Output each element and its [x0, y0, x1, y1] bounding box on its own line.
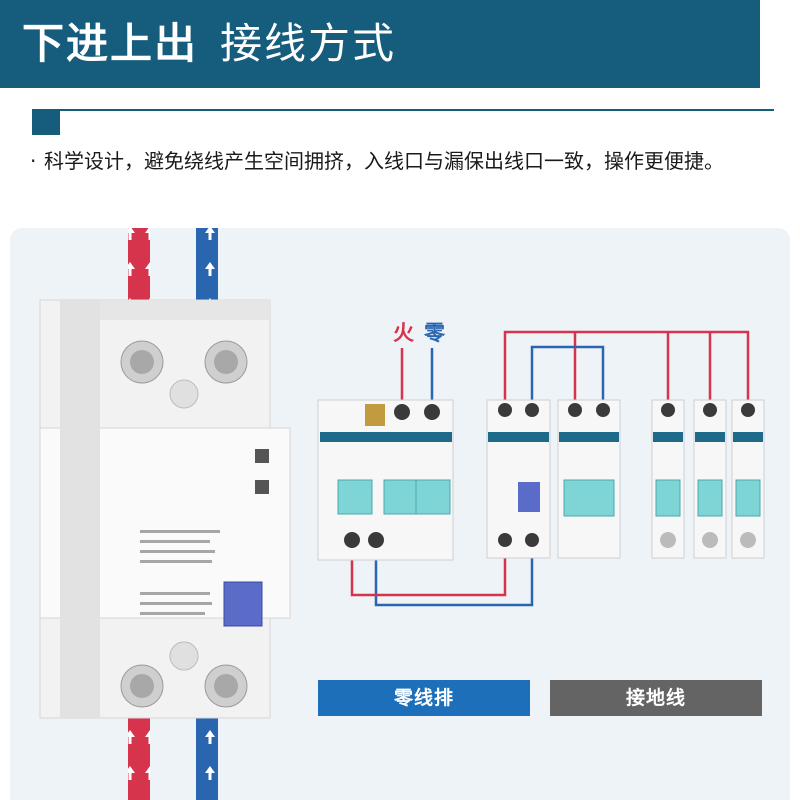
neutral-bus-label: 零线排 — [318, 680, 530, 716]
ground-wire-label: 接地线 — [550, 680, 762, 716]
section-marker — [32, 109, 60, 135]
live-wire-label: 火 — [393, 321, 414, 345]
rcbo-device — [317, 399, 454, 561]
description: · 科学设计，避免绕线产生空间拥挤，入线口与漏保出线口一致，操作更便捷。 — [30, 146, 770, 177]
section-divider — [32, 109, 774, 111]
neutral-bus-line — [530, 345, 605, 410]
bullet-point: · — [30, 149, 37, 173]
mcb-1p-b — [693, 399, 727, 559]
description-text: 科学设计，避免绕线产生空间拥挤，入线口与漏保出线口一致，操作更便捷。 — [44, 149, 724, 173]
live-loop-line — [350, 540, 507, 597]
title-part2: 接线方式 — [220, 19, 397, 68]
mcb-2p — [557, 399, 621, 559]
page-title: 下进上出接线方式 — [22, 10, 396, 78]
header-bar: 下进上出接线方式 — [0, 0, 760, 88]
mcb-1p-c — [731, 399, 765, 559]
neutral-loop-line — [374, 540, 534, 607]
live-bus-line — [503, 330, 750, 410]
neutral-wire-label: 零 — [424, 321, 445, 345]
small-protector — [486, 399, 551, 559]
protector-device — [39, 299, 291, 719]
mcb-1p-a — [651, 399, 685, 559]
title-part1: 下进上出 — [22, 19, 199, 68]
